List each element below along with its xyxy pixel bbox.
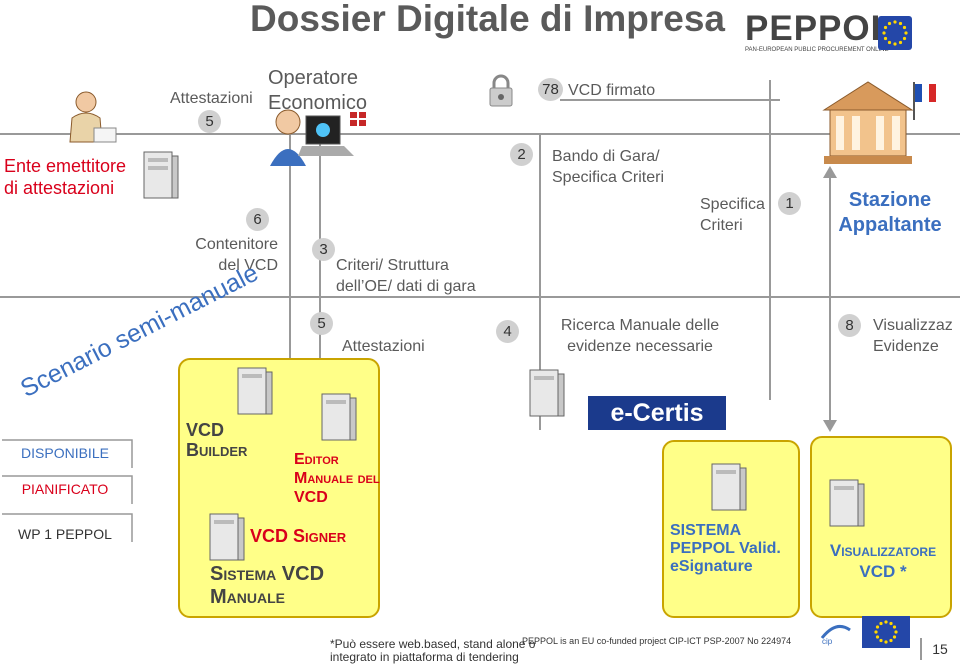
specifica-label: Specifica Criteri xyxy=(700,196,765,234)
stazione-label: Stazione Appaltante xyxy=(838,189,942,236)
step-2: 2 xyxy=(510,143,533,166)
step-1: 1 xyxy=(778,192,801,215)
server-icon xyxy=(708,462,747,511)
person-desk-icon xyxy=(58,88,120,153)
visualizzatore-label: Visualizzatore VCD * xyxy=(829,541,937,581)
vcd-firmato-label: VCD firmato xyxy=(568,82,656,99)
legend-wp1: WP 1 PEPPOL xyxy=(18,526,112,542)
legend-disponibile: DISPONIBILE xyxy=(21,445,109,461)
cip-logo: cip xyxy=(818,618,854,651)
page-title: Dossier Digitale di Impresa xyxy=(250,0,726,39)
ente-label: Ente emettitore di attestazioni xyxy=(4,156,127,198)
legend-brackets xyxy=(2,439,133,542)
legend-pianificato: PIANIFICATO xyxy=(21,481,109,497)
attestazioni-top-label: Attestazioni xyxy=(170,90,253,107)
step-78: 78 xyxy=(538,78,563,101)
server-icon xyxy=(140,150,179,199)
eu-flag-icon xyxy=(878,16,912,50)
step-5-mid: 5 xyxy=(310,312,333,335)
server-icon xyxy=(826,478,865,527)
building-icon xyxy=(818,72,938,175)
footer-note: *Può essere web.based, stand alone o int… xyxy=(330,637,536,664)
ricerca-label: Ricerca Manuale delle evidenze necessari… xyxy=(560,317,720,355)
step-5-top: 5 xyxy=(198,110,221,133)
step-8: 8 xyxy=(838,314,861,337)
attestazioni-mid-label: Attestazioni xyxy=(342,338,425,355)
peppol-logo-word: PEPPOL xyxy=(745,9,893,48)
step-3: 3 xyxy=(312,238,335,261)
step-6: 6 xyxy=(246,208,269,231)
lock-icon xyxy=(488,74,514,113)
bando-label: Bando di Gara/ Specifica Criteri xyxy=(552,148,665,186)
page-number: 15 xyxy=(920,638,958,660)
server-icon xyxy=(234,366,273,415)
vcd-builder-label: VCD Builder xyxy=(186,420,248,460)
server-icon xyxy=(318,392,357,441)
vcd-signer-label: VCD Signer xyxy=(250,526,347,546)
editor-label: Editor Manuale del VCD xyxy=(294,451,380,506)
contenitore-label: Contenitore del VCD xyxy=(195,236,278,274)
step-4: 4 xyxy=(496,320,519,343)
criteri-struttura-label: Criteri/ Struttura dell’OE/ dati di gara xyxy=(336,257,476,295)
sistema-vcd-label: Sistema VCD Manuale xyxy=(210,563,325,608)
footer-funded: PEPPOL is an EU co-funded project CIP-IC… xyxy=(522,636,792,646)
operator-laptop-icon xyxy=(264,104,374,171)
visualizza-label: Visualizzaz Evidenze xyxy=(873,317,953,355)
server-icon xyxy=(206,512,245,561)
eu-flag-icon xyxy=(862,616,910,648)
sistema-peppol-label: SISTEMA PEPPOL Valid. eSignature xyxy=(670,522,781,575)
svg-text:cip: cip xyxy=(822,637,833,646)
operatore-label: Operatore Economico xyxy=(268,67,367,114)
ecertis-logo: e-Certis xyxy=(588,396,726,430)
peppol-logo: PEPPOL PAN-EUROPEAN PUBLIC PROCUREMENT O… xyxy=(745,9,893,53)
server-icon xyxy=(526,368,565,417)
peppol-logo-subtitle: PAN-EUROPEAN PUBLIC PROCUREMENT ONLINE xyxy=(745,47,889,53)
